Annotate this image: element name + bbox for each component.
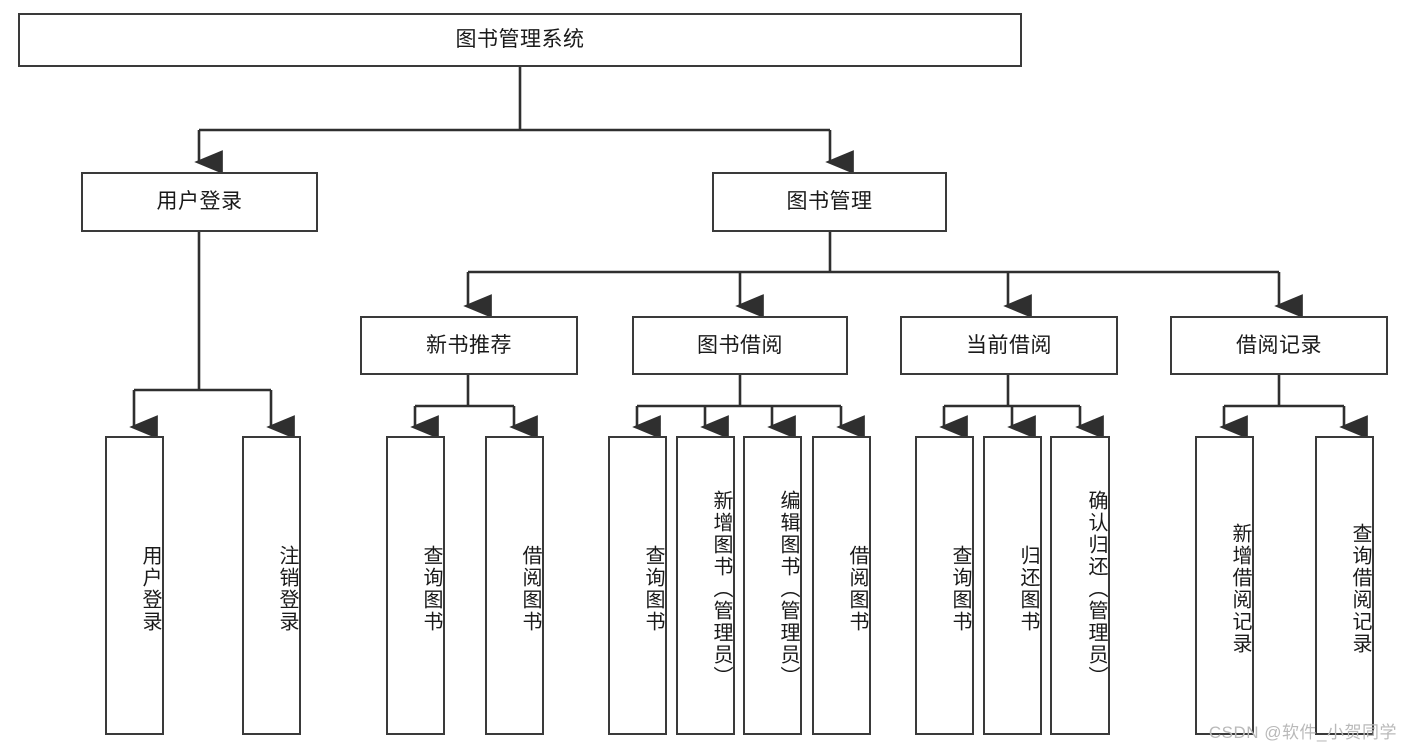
node-book-management[interactable]: 图书管理 [712, 172, 947, 232]
leaf-user-login[interactable]: 用户登录 [105, 436, 164, 735]
leaf-borrow-books-newbook[interactable]: 借阅图书 [485, 436, 544, 735]
node-label: 图书借阅 [697, 333, 783, 357]
node-label: 注销登录 [276, 544, 298, 633]
node-label: 图书管理系统 [455, 28, 585, 52]
leaf-query-books-newbook[interactable]: 查询图书 [386, 436, 445, 735]
node-label: 查询借阅记录 [1349, 522, 1371, 655]
node-label: 查询图书 [642, 544, 664, 633]
leaf-borrow-books[interactable]: 借阅图书 [812, 436, 871, 735]
leaf-query-books-borrow[interactable]: 查询图书 [608, 436, 667, 735]
node-label: 借阅图书 [519, 544, 541, 633]
node-label: 新增图书（管理员） [710, 489, 732, 688]
node-book-borrowing[interactable]: 图书借阅 [632, 316, 848, 375]
node-label: 查询图书 [420, 544, 442, 633]
leaf-add-book-admin[interactable]: 新增图书（管理员） [676, 436, 735, 735]
node-label: 图书管理 [786, 190, 873, 214]
node-user-login[interactable]: 用户登录 [81, 172, 318, 232]
node-current-borrowing[interactable]: 当前借阅 [900, 316, 1118, 375]
node-borrowing-records[interactable]: 借阅记录 [1170, 316, 1388, 375]
leaf-query-borrow-record[interactable]: 查询借阅记录 [1315, 436, 1374, 735]
leaf-add-borrow-record[interactable]: 新增借阅记录 [1195, 436, 1254, 735]
node-label: 用户登录 [156, 190, 243, 214]
node-label: 确认归还（管理员） [1085, 489, 1107, 688]
leaf-confirm-return-admin[interactable]: 确认归还（管理员） [1050, 436, 1110, 735]
leaf-return-books[interactable]: 归还图书 [983, 436, 1042, 735]
node-new-book-recommendation[interactable]: 新书推荐 [360, 316, 578, 375]
leaf-edit-book-admin[interactable]: 编辑图书（管理员） [743, 436, 802, 735]
csdn-watermark: CSDN @软件_小贺同学 [1208, 723, 1397, 742]
node-label: 借阅图书 [846, 544, 868, 633]
node-label: 新书推荐 [426, 333, 512, 357]
node-label: 新增借阅记录 [1229, 522, 1251, 655]
node-root-book-management-system[interactable]: 图书管理系统 [18, 13, 1022, 67]
node-label: 借阅记录 [1236, 333, 1322, 357]
leaf-logout[interactable]: 注销登录 [242, 436, 301, 735]
node-label: 用户登录 [139, 544, 161, 633]
node-label: 归还图书 [1017, 544, 1039, 633]
node-label: 编辑图书（管理员） [777, 489, 799, 688]
node-label: 当前借阅 [966, 333, 1052, 357]
leaf-query-books-current[interactable]: 查询图书 [915, 436, 974, 735]
node-label: 查询图书 [949, 544, 971, 633]
